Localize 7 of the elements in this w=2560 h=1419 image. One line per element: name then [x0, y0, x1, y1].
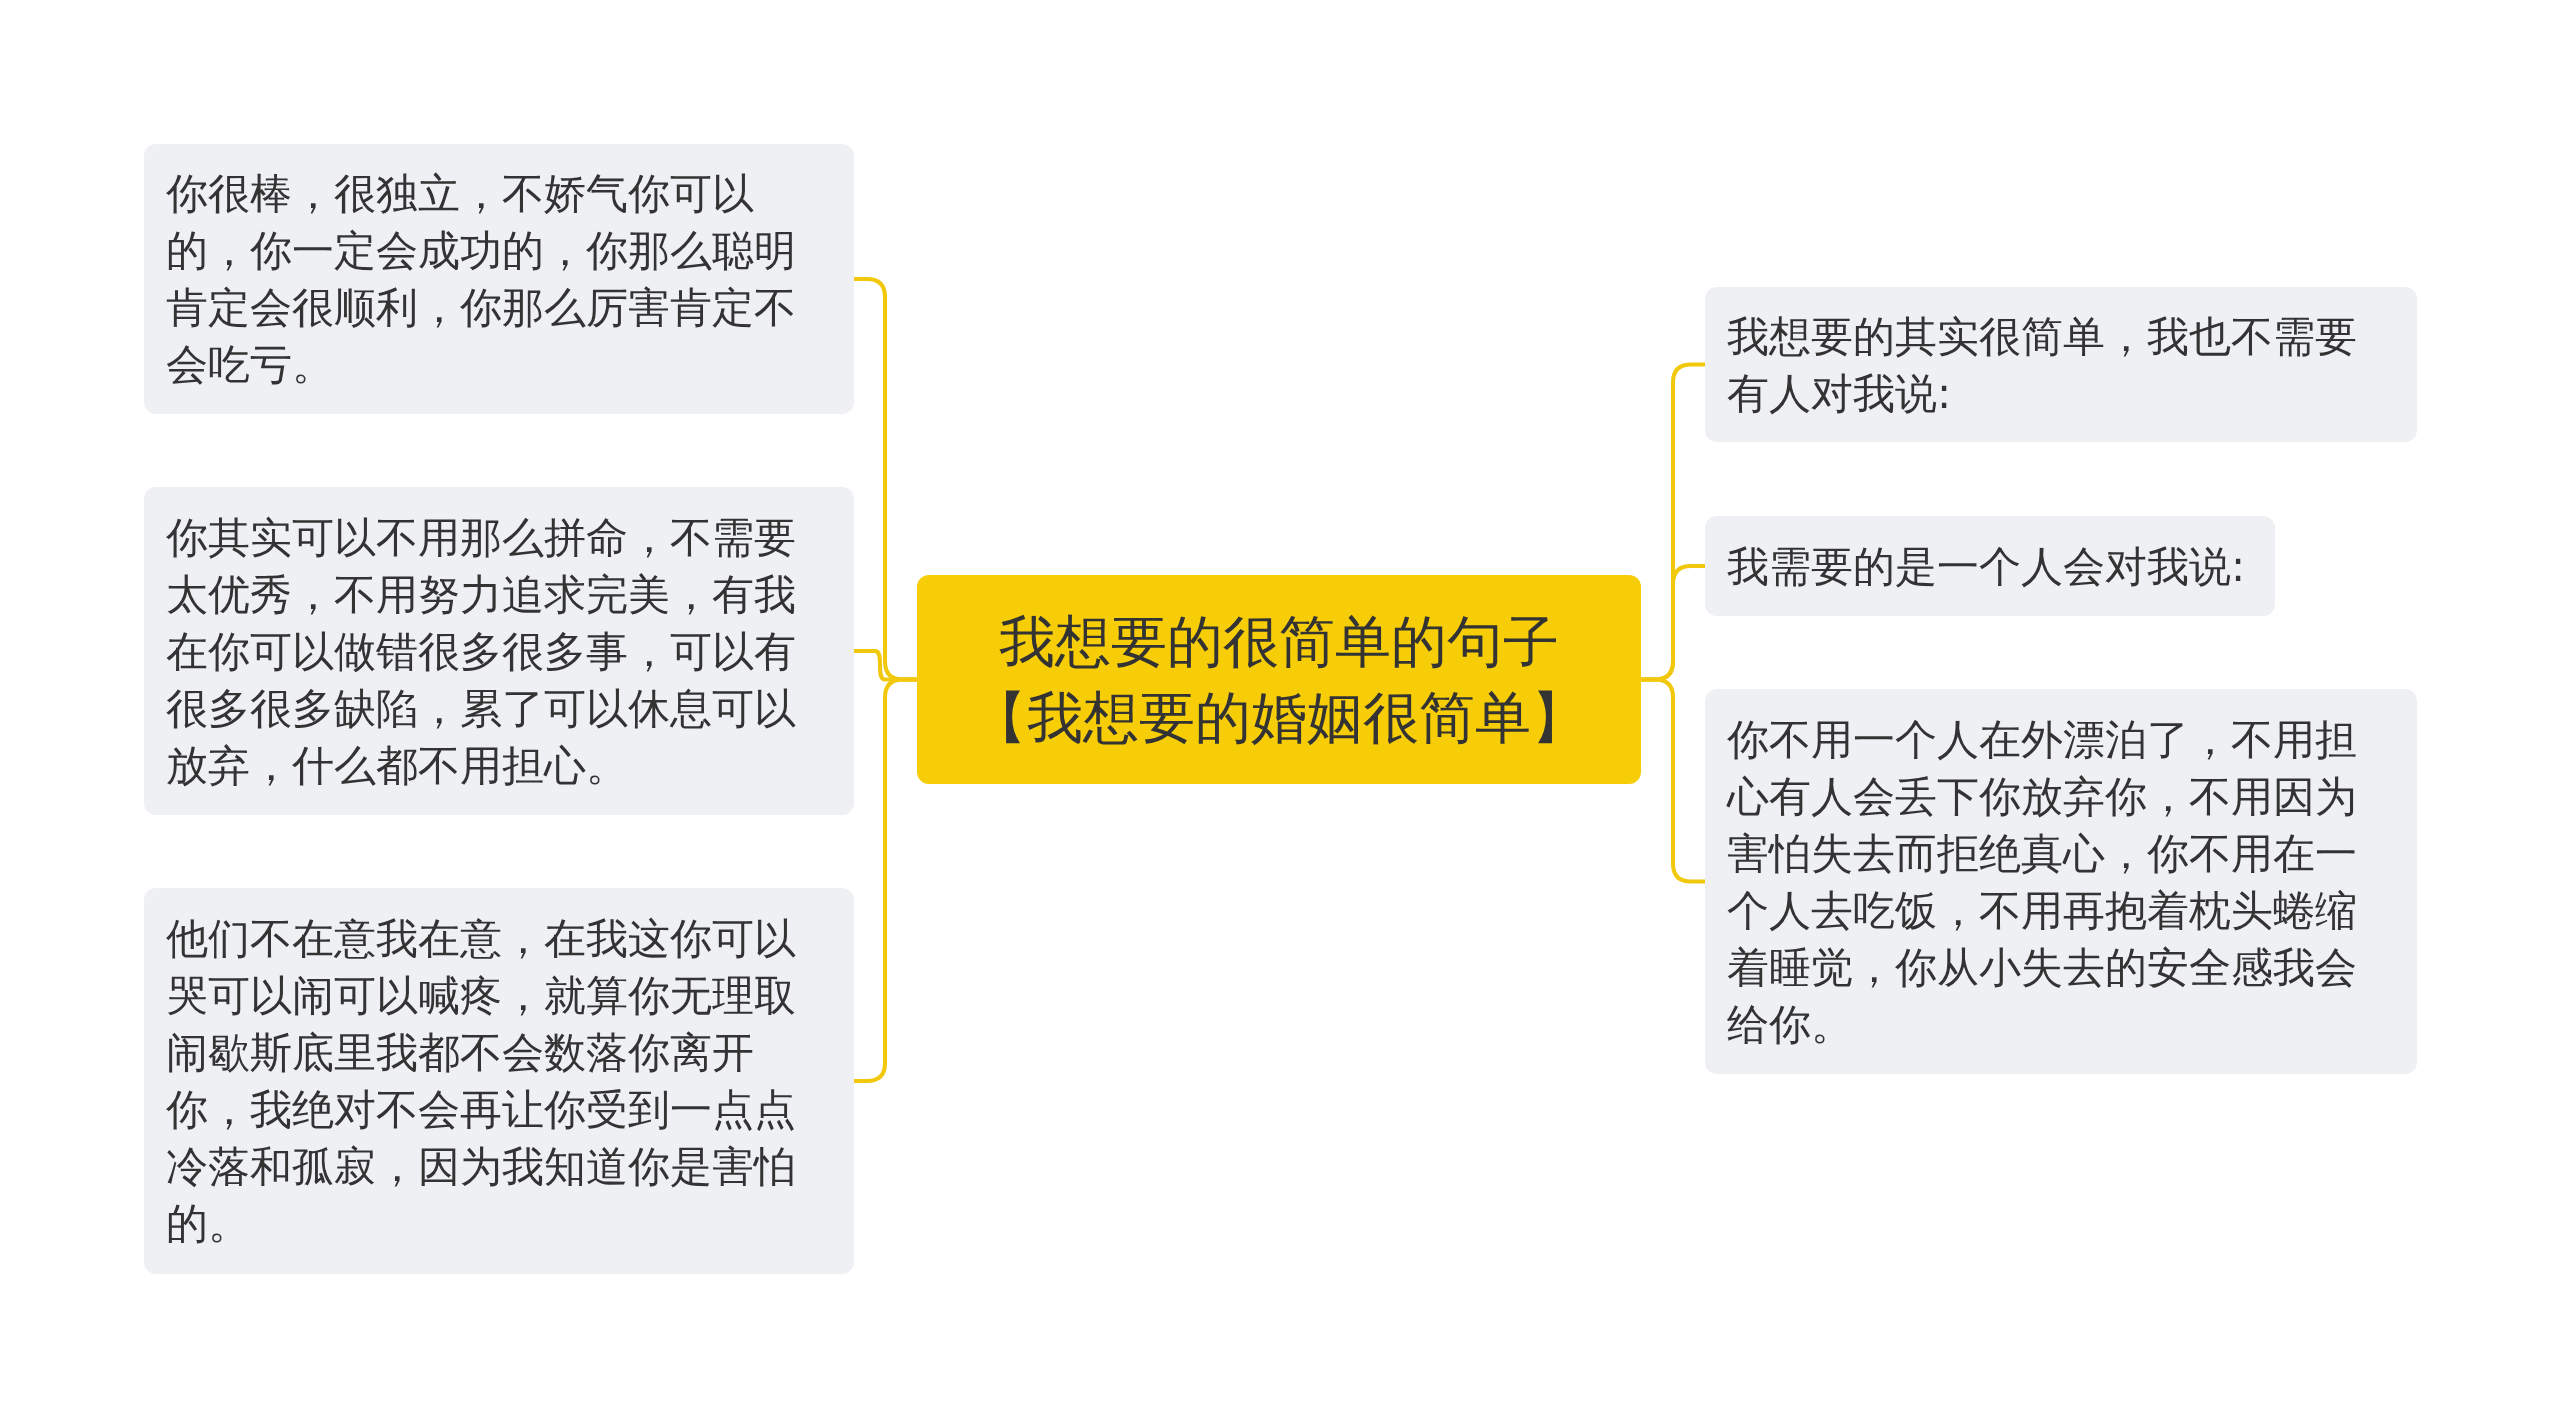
topic-box: 你其实可以不用那么拼命，不需要太优秀，不用努力追求完美，有我在你可以做错很多很多事，可以有很多很多缺陷，累了可以休息可以放弃，什么都不用担心。 — [144, 487, 854, 815]
topic-box: 你很棒，很独立，不娇气你可以的，你一定会成功的，你那么聪明肯定会很顺利，你那么厉害肯定不会吃亏。 — [144, 144, 854, 414]
topic-box: 你不用一个人在外漂泊了，不用担心有人会丢下你放弃你，不用因为害怕失去而拒绝真心，你不用在一个人去吃饭，不用再抱着枕头蜷缩着睡觉，你从小失去的安全感我会给你。 — [1705, 689, 2417, 1074]
topic-box: 他们不在意我在意，在我这你可以哭可以闹可以喊疼，就算你无理取闹歇斯底里我都不会数落你离开你，我绝对不会再让你受到一点点冷落和孤寂，因为我知道你是害怕的。 — [144, 888, 854, 1274]
topic-box: 我想要的其实很简单，我也不需要有人对我说: — [1705, 287, 2417, 442]
topic-box: 我需要的是一个人会对我说: — [1705, 516, 2275, 616]
central-topic-box: 我想要的很简单的句子【我想要的婚姻很简单】 — [917, 575, 1641, 784]
